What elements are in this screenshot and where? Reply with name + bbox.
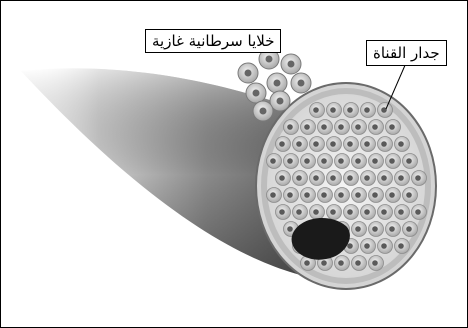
cell-nucleus [260,108,267,115]
cell-nucleus [364,209,370,215]
cell-nucleus [270,192,276,198]
cell-nucleus [304,192,310,198]
duct-wall-label: جدار القناة [366,40,447,66]
cell-nucleus [338,192,344,198]
cell-nucleus [406,226,412,232]
cell-nucleus [381,243,387,249]
cell-nucleus [398,209,404,215]
cell-nucleus [330,175,336,181]
cell-nucleus [274,80,281,87]
cell-nucleus [288,61,295,68]
cell-nucleus [355,158,361,164]
cell-nucleus [253,90,260,97]
cell-nucleus [304,158,310,164]
cell-nucleus [381,175,387,181]
cell-nucleus [372,158,378,164]
cell-nucleus [330,209,336,215]
cell-nucleus [355,124,361,130]
cell-nucleus [372,260,378,266]
cell-nucleus [338,260,344,266]
cell-nucleus [270,158,276,164]
cell-nucleus [287,124,293,130]
cell-nucleus [304,260,310,266]
cell-nucleus [389,226,395,232]
cell-nucleus [406,158,412,164]
cell-nucleus [296,141,302,147]
cell-nucleus [355,260,361,266]
cell-nucleus [364,107,370,113]
cell-nucleus [389,124,395,130]
cell-nucleus [364,175,370,181]
cell-nucleus [347,243,353,249]
cell-nucleus [398,175,404,181]
cell-nucleus [321,124,327,130]
cell-nucleus [389,158,395,164]
cell-nucleus [338,124,344,130]
cell-nucleus [372,192,378,198]
cell-nucleus [347,209,353,215]
cell-nucleus [398,243,404,249]
cell-nucleus [364,141,370,147]
cell-nucleus [406,192,412,198]
cell-nucleus [347,175,353,181]
cell-nucleus [321,260,327,266]
cell-nucleus [266,56,273,63]
cell-nucleus [298,80,305,87]
cell-nucleus [415,209,421,215]
cell-nucleus [347,141,353,147]
cell-nucleus [313,141,319,147]
cell-nucleus [287,158,293,164]
cell-nucleus [279,175,285,181]
cell-nucleus [296,175,302,181]
cell-nucleus [355,192,361,198]
invasive-cells-label: خلايا سرطانية غازية [145,29,281,53]
cell-nucleus [277,98,284,105]
cell-nucleus [304,124,310,130]
cell-nucleus [245,70,252,77]
cell-nucleus [279,141,285,147]
cell-nucleus [415,175,421,181]
cell-nucleus [338,158,344,164]
cell-nucleus [313,175,319,181]
cell-nucleus [287,192,293,198]
cell-nucleus [279,209,285,215]
cell-nucleus [381,209,387,215]
cell-nucleus [313,209,319,215]
cell-nucleus [389,192,395,198]
cell-nucleus [321,158,327,164]
cell-nucleus [321,192,327,198]
cell-nucleus [347,107,353,113]
cell-nucleus [330,141,336,147]
cell-nucleus [381,141,387,147]
cell-nucleus [330,107,336,113]
cell-nucleus [372,226,378,232]
cell-nucleus [296,209,302,215]
cell-nucleus [364,243,370,249]
cell-nucleus [372,124,378,130]
cell-nucleus [287,226,293,232]
cell-nucleus [313,107,319,113]
cell-nucleus [398,141,404,147]
cell-nucleus [355,226,361,232]
